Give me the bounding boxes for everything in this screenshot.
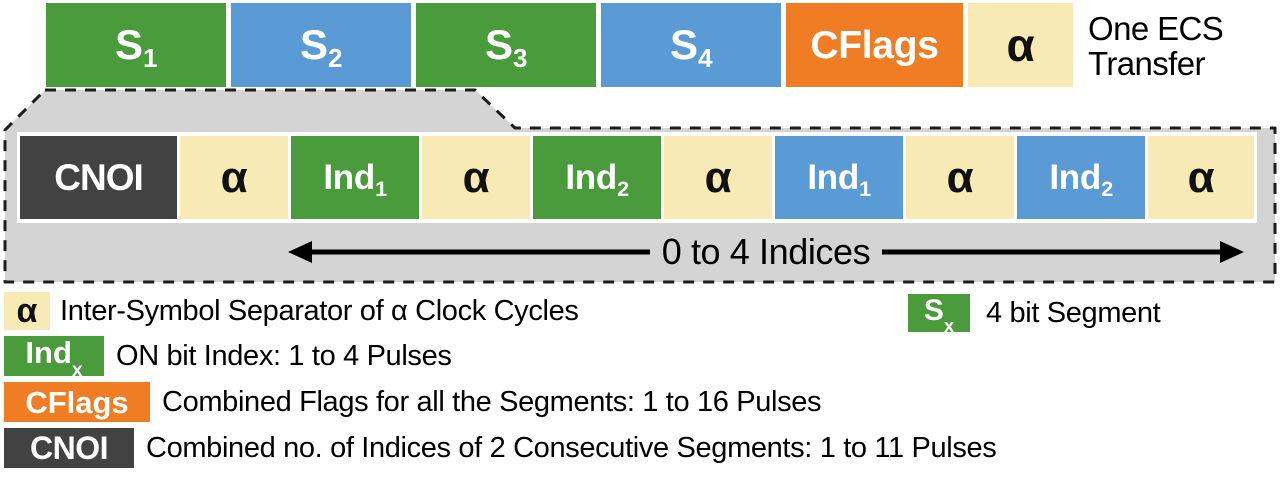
- detail-block-cnoi: CNOI: [20, 136, 177, 219]
- detail-block-alpha-3: α: [664, 136, 772, 219]
- detail-block-ind1-green: Ind1: [291, 136, 419, 219]
- legend-item-cnoi: CNOI Combined no. of Indices of 2 Consec…: [4, 428, 997, 468]
- detail-block-alpha-2: α: [422, 136, 530, 219]
- detail-block-ind2-blue: Ind2: [1017, 136, 1145, 219]
- frame-block-s1: S1: [46, 3, 226, 87]
- detail-block-ind2-green-label: Ind2: [565, 158, 629, 201]
- frame-block-alpha: α: [968, 3, 1073, 87]
- legend-swatch-index-label: Indx: [25, 335, 83, 382]
- frame-block-s1-label: S1: [115, 21, 158, 73]
- legend-text-segment: 4 bit Segment: [986, 296, 1161, 329]
- legend-swatch-segment: Sx: [908, 293, 970, 337]
- legend-item-segment: Sx 4 bit Segment: [908, 293, 1161, 337]
- detail-block-alpha-4: α: [906, 136, 1014, 219]
- one-ecs-transfer-caption-line2: Transfer: [1088, 45, 1205, 82]
- one-ecs-transfer-caption-line1: One ECS: [1088, 9, 1224, 47]
- frame-block-s4-label: S4: [670, 21, 713, 73]
- detail-block-alpha-1-label: α: [220, 152, 248, 202]
- legend-text-cnoi: Combined no. of Indices of 2 Consecutive…: [146, 431, 997, 464]
- detail-block-alpha-1: α: [180, 136, 288, 219]
- legend-swatch-alpha: α: [4, 292, 50, 330]
- legend: α Inter-Symbol Separator of α Clock Cycl…: [0, 292, 1280, 480]
- legend-swatch-index: Indx: [4, 335, 104, 382]
- detail-block-cnoi-label: CNOI: [54, 157, 143, 198]
- detail-block-ind2-green: Ind2: [533, 136, 661, 219]
- detail-block-alpha-4-label: α: [946, 152, 974, 202]
- detail-block-alpha-5: α: [1148, 136, 1254, 219]
- legend-text-alpha: Inter-Symbol Separator of α Clock Cycles: [60, 294, 579, 327]
- frame-block-s4: S4: [601, 3, 781, 87]
- legend-item-index: Indx ON bit Index: 1 to 4 Pulses: [4, 335, 452, 382]
- detail-block-ind1-blue-label: Ind1: [807, 158, 871, 201]
- frame-block-cflags-label: CFlags: [810, 23, 939, 67]
- indices-range-label: 0 to 4 Indices: [649, 231, 883, 273]
- legend-item-alpha: α Inter-Symbol Separator of α Clock Cycl…: [4, 292, 579, 330]
- frame-block-s3-label: S3: [485, 21, 528, 73]
- detail-block-ind1-blue: Ind1: [775, 136, 903, 219]
- frame-block-s2-label: S2: [300, 21, 343, 73]
- indices-range-label-wrap: 0 to 4 Indices: [286, 228, 1246, 276]
- legend-swatch-cflags: CFlags: [4, 382, 150, 422]
- detail-block-alpha-2-label: α: [462, 152, 490, 202]
- detail-block-ind1-green-label: Ind1: [323, 158, 387, 201]
- legend-swatch-alpha-label: α: [16, 292, 38, 330]
- detail-block-ind2-blue-label: Ind2: [1049, 158, 1113, 201]
- legend-swatch-cflags-label: CFlags: [25, 384, 129, 420]
- frame-block-s2: S2: [231, 3, 411, 87]
- frame-block-alpha-label: α: [1006, 19, 1035, 71]
- frame-block-cflags: CFlags: [786, 3, 963, 87]
- legend-item-cflags: CFlags Combined Flags for all the Segmen…: [4, 382, 822, 422]
- frame-block-s3: S3: [416, 3, 596, 87]
- legend-swatch-cnoi: CNOI: [4, 428, 134, 468]
- legend-swatch-segment-label: Sx: [923, 293, 955, 337]
- legend-text-cflags: Combined Flags for all the Segments: 1 t…: [162, 385, 822, 418]
- indices-range-annotation: 0 to 4 Indices: [286, 228, 1246, 276]
- legend-text-index: ON bit Index: 1 to 4 Pulses: [116, 339, 452, 372]
- legend-swatch-cnoi-label: CNOI: [30, 430, 109, 466]
- detail-block-alpha-5-label: α: [1187, 152, 1215, 202]
- detail-block-alpha-3-label: α: [704, 152, 732, 202]
- one-ecs-transfer-caption: One ECS Transfer: [1088, 0, 1280, 92]
